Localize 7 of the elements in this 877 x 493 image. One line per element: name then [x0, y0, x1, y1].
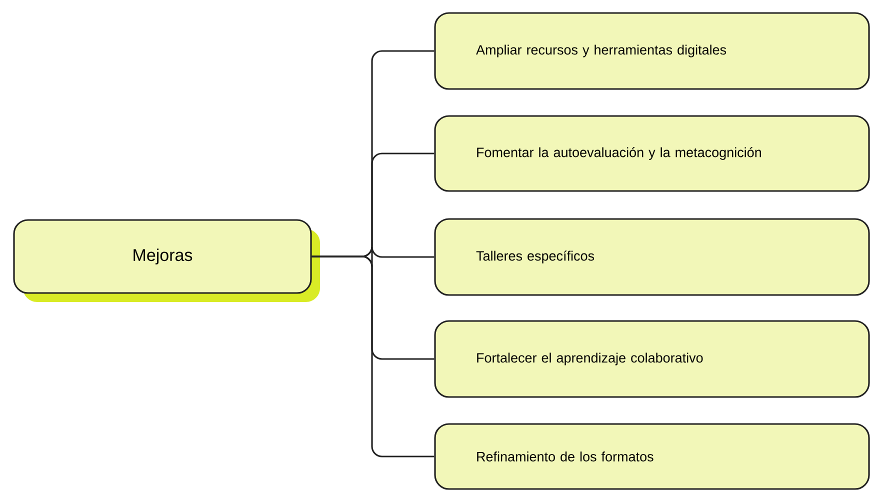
idea-box: Fortalecer el aprendizaje colaborativo: [434, 320, 870, 398]
connector-line: [312, 256, 434, 458]
idea-box: Refinamiento de los formatos: [434, 423, 870, 490]
idea-box: Ampliar recursos y herramientas digitales: [434, 12, 870, 90]
idea-box: Talleres específicos: [434, 218, 870, 296]
topic-box: Mejoras: [13, 219, 320, 302]
idea-box: Fomentar la autoevaluación y la metacognición: [434, 115, 870, 192]
